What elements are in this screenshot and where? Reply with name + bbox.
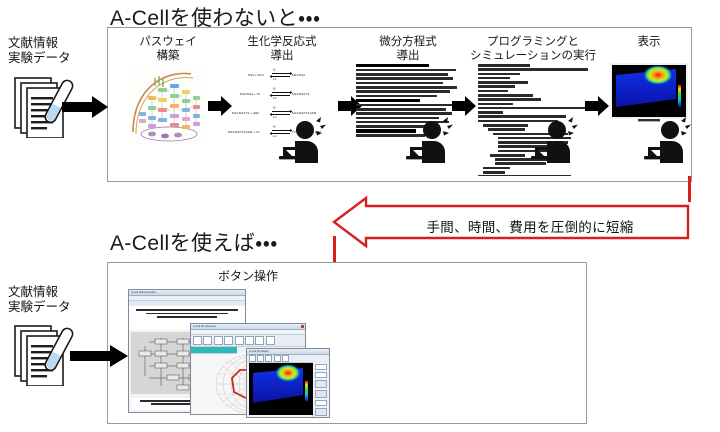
page-title-without-acell: A-Cellを使わないと・・・ [110,7,321,30]
flow-arrow-source-to-pathway [62,96,108,123]
reaction-eq-1: M14:M14 + T2 [240,92,260,96]
step-caption-pathway-line1: パスウェイ [139,36,197,48]
toolbar-button-mesh[interactable] [203,336,213,345]
sim-control-panel[interactable] [312,362,329,417]
source-label-bottom: 文献情報 実験データ [8,285,71,315]
window-title-sim: A-Cell Simulation [249,349,269,353]
sim-control-field[interactable] [315,372,327,378]
simulation-monitor [610,63,688,123]
svg-text:M14:M14: M14:M14 [292,73,305,77]
step-caption-pathway: パスウェイ 構築 [128,36,208,63]
toolbar-button-mesh[interactable] [213,336,223,345]
person-at-laptop-icon-programming [525,117,581,163]
svg-text:k3: k3 [273,106,276,110]
svg-text:k-3: k-3 [273,115,277,119]
mesh-tab-active[interactable] [191,347,237,354]
flow-arrow-pathway-to-reactions [208,96,232,121]
window-titlebar-pathway[interactable]: A-Cell Pathway Editor [129,290,245,296]
sim-control-button[interactable] [315,390,327,398]
window-toolbar-mesh[interactable] [191,335,305,347]
sim-control-button[interactable] [315,380,327,388]
feedback-arrow-stem-right [688,176,691,202]
sim-control-field[interactable] [315,400,327,406]
sim-control-field[interactable] [315,364,327,370]
toolbar-button-sim[interactable] [265,355,273,362]
step-caption-programming-line2: シミュレーションの実行 [469,49,597,62]
flow-arrow-source-to-acell [70,345,128,372]
window-menubar-pathway[interactable] [129,296,245,301]
document-stack-with-test-tube-icon [14,72,76,139]
person-at-laptop-icon-display [638,117,694,163]
svg-text:k-2: k-2 [273,96,277,100]
toolbar-button-mesh[interactable] [244,336,254,345]
toolbar-button-sim[interactable] [249,355,256,362]
step-caption-reactions-line1: 生化学反応式 [247,36,317,48]
window-title-pathway: A-Cell Pathway Editor [131,290,157,294]
svg-text:k-4: k-4 [273,134,277,138]
step-caption-reactions: 生化学反応式 導出 [232,36,332,63]
window-titlebar-mesh[interactable]: A-Cell 3D Geometry [191,324,305,330]
feedback-arrow [330,195,690,249]
source-label-top: 文献情報 実験データ [8,36,71,66]
feedback-arrow-stem-left [333,236,336,262]
step-caption-odes-line2: 導出 [396,49,420,62]
step-caption-programming: プログラミングと シミュレーションの実行 [463,36,603,63]
signaling-pathway-map [129,66,207,144]
toolbar-button-mesh[interactable] [234,336,244,345]
source-label-bottom-line1: 文献情報 [8,285,59,299]
step-caption-display-line1: 表示 [637,36,661,48]
source-label-line2: 実験データ [8,51,71,65]
differential-equations-text [356,64,460,146]
feedback-arrow-label: 手間、時間、費用を圧倒的に短縮 [426,220,634,235]
person-at-laptop-icon-odes [400,117,456,163]
toolbar-button-mesh[interactable] [265,336,275,345]
reaction-eq-2: M14:M14:T2 + pM2 [232,111,259,115]
svg-text:M14:M14:T2: M14:M14:T2 [292,92,310,96]
toolbar-button-sim[interactable] [257,355,265,362]
step-caption-button-operation: ボタン操作 [188,269,308,284]
window-titlebar-sim[interactable]: A-Cell Simulation [247,349,329,355]
toolbar-button-sim[interactable] [273,355,281,362]
svg-text:k4: k4 [273,125,276,129]
source-label-line1: 文献情報 [8,36,59,50]
source-code-listing [470,64,596,176]
svg-text:k-1: k-1 [273,77,277,81]
person-at-laptop-icon-reactions [273,117,329,163]
document-stack-with-test-tube-icon-bottom [14,320,76,387]
reaction-eq-0: M14 + M14 [248,73,264,77]
svg-text:M14:M14:T2:pM2: M14:M14:T2:pM2 [292,111,317,115]
heatmap-surface-plot[interactable] [249,363,313,415]
step-caption-display: 表示 [616,36,682,50]
step-caption-reactions-line2: 導出 [270,49,294,62]
window-sim-viewer[interactable]: A-Cell Simulation [246,348,330,418]
toolbar-button-mesh[interactable] [193,336,202,345]
window-menubar-mesh[interactable] [191,330,305,335]
toolbar-button-sim[interactable] [281,355,289,362]
svg-text:k1: k1 [273,68,276,72]
sim-control-button[interactable] [315,408,327,416]
step-caption-odes-line1: 微分方程式 [379,36,437,48]
page-title-with-acell: A-Cellを使えば・・・ [110,232,278,255]
step-caption-programming-line1: プログラミングと [487,36,579,48]
flow-arrow-programming-to-display [585,96,609,121]
window-title-mesh: A-Cell 3D Geometry [193,324,217,328]
toolbar-button-mesh[interactable] [224,336,234,345]
step-caption-pathway-line2: 構築 [156,49,180,62]
source-label-bottom-line2: 実験データ [8,300,71,314]
step-caption-odes: 微分方程式 導出 [358,36,458,63]
toolbar-button-mesh[interactable] [255,336,265,345]
svg-text:k2: k2 [273,87,276,91]
button-operation-label: ボタン操作 [217,269,278,283]
close-icon-mesh[interactable] [301,324,304,328]
window-toolbar-sim[interactable] [247,355,329,363]
flow-arrow-odes-to-programming [452,96,476,121]
reaction-eq-3: M14:M14:T2:pM2 + T2 [228,130,260,134]
